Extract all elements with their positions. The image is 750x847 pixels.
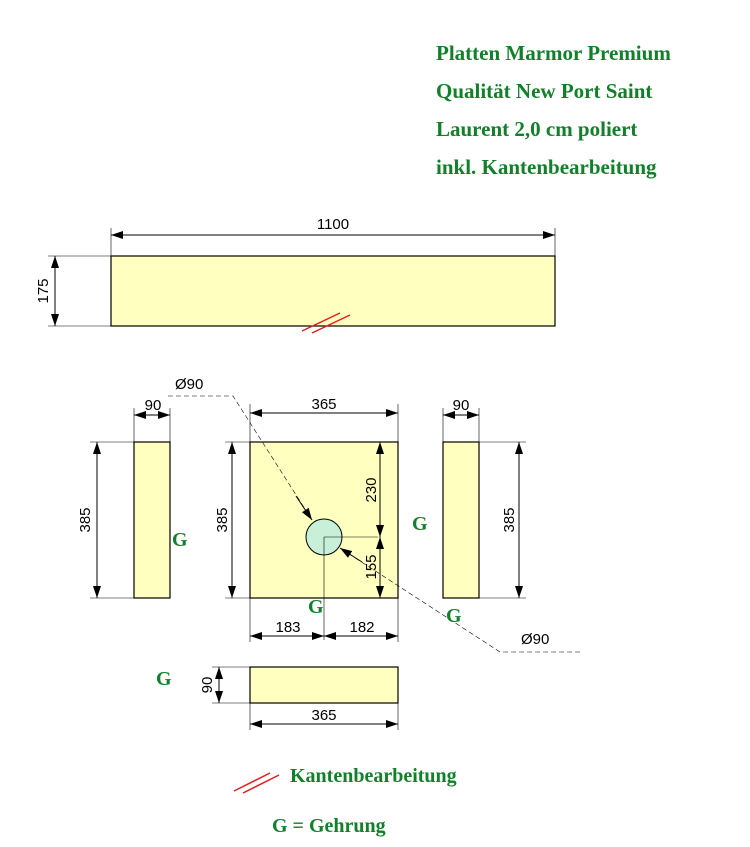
top-height-label: 175 xyxy=(35,278,52,303)
g-mark-center-bottom: G xyxy=(308,596,324,618)
left-height-label: 385 xyxy=(77,507,94,532)
top-plate-rect xyxy=(110,255,556,327)
center-height-label: 385 xyxy=(214,507,231,532)
diameter-arrow-top xyxy=(295,495,313,521)
hole-bottom-label: 155 xyxy=(363,554,380,579)
diameter-arrow-bottom xyxy=(339,547,363,563)
hole-top-label: 230 xyxy=(363,477,380,502)
left-piece: 90 385 G xyxy=(77,397,188,599)
bottom-piece-rect xyxy=(249,666,399,704)
bottom-height-label: 90 xyxy=(199,677,216,694)
g-mark-below-right: G xyxy=(446,605,462,627)
title-line-2: Qualität New Port Saint xyxy=(436,79,653,103)
hole-diameter-bottom-label: Ø90 xyxy=(521,631,549,648)
hole-left-label: 183 xyxy=(275,619,300,636)
left-piece-rect xyxy=(133,441,171,599)
legend-edge-mark-2 xyxy=(242,774,280,794)
material-description: Platten Marmor Premium Qualität New Port… xyxy=(436,34,671,186)
legend-edge-label: Kantenbearbeitung xyxy=(290,765,457,787)
legend-miter-label: G = Gehrung xyxy=(272,815,386,837)
diameter-leader-top xyxy=(168,395,313,521)
edge-mark-2 xyxy=(311,314,351,334)
right-piece: 90 385 xyxy=(442,397,526,599)
legend-edge-mark-1 xyxy=(233,772,271,792)
bottom-width-label: 365 xyxy=(311,707,336,724)
top-width-label: 1100 xyxy=(317,216,349,233)
center-plate: 365 385 230 155 183 182 Ø90 Ø90 G G G xyxy=(168,376,580,653)
right-width-label: 90 xyxy=(453,397,470,414)
legend: Kantenbearbeitung G = Gehrung xyxy=(233,765,457,837)
top-plate: 1100 175 xyxy=(35,216,556,334)
right-height-label: 385 xyxy=(501,507,518,532)
g-mark-left: G xyxy=(172,529,188,551)
title-line-1: Platten Marmor Premium xyxy=(436,41,671,65)
left-width-label: 90 xyxy=(145,397,162,414)
g-mark-right-of-center: G xyxy=(412,513,428,535)
bottom-piece: 90 365 G xyxy=(156,666,399,730)
hole-diameter-top-label: Ø90 xyxy=(175,376,203,393)
g-mark-bottom-piece: G xyxy=(156,668,172,690)
right-piece-rect xyxy=(442,441,480,599)
hole-right-label: 182 xyxy=(349,619,374,636)
title-line-4: inkl. Kantenbearbeitung xyxy=(436,155,657,179)
title-line-3: Laurent 2,0 cm poliert xyxy=(436,117,638,141)
center-width-label: 365 xyxy=(311,396,336,413)
diameter-leader-bottom xyxy=(339,547,580,653)
edge-mark-1 xyxy=(301,312,341,332)
